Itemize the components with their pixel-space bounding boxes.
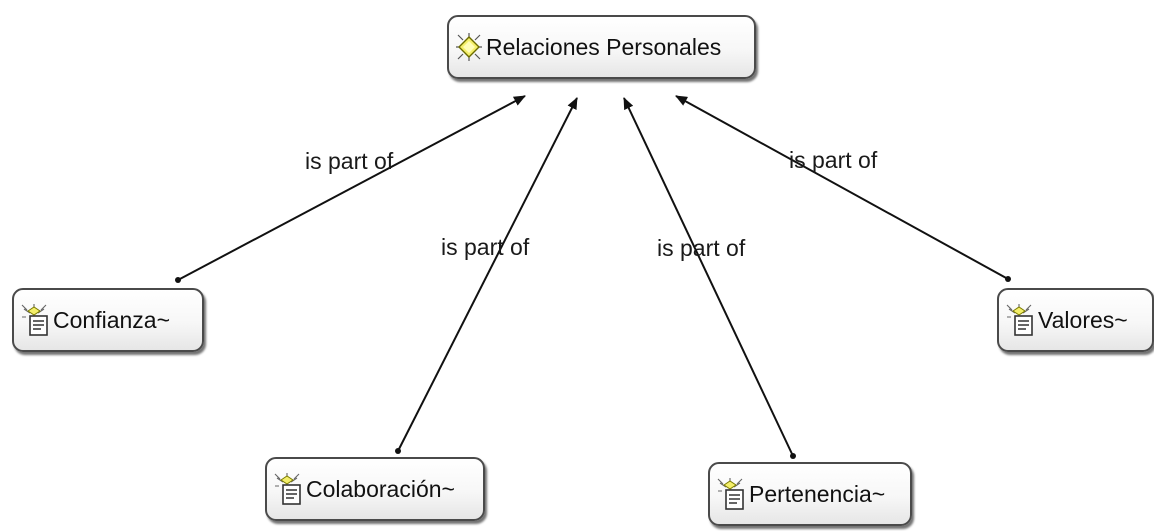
edge-label-pertenencia: is part of	[657, 235, 746, 261]
node-label: Valores~	[1038, 306, 1128, 333]
concept-icon	[456, 33, 482, 61]
node-valores[interactable]: Valores~	[997, 288, 1154, 352]
edge-endpoint-confianza	[175, 277, 181, 283]
code-document-icon	[274, 473, 301, 505]
node-confianza[interactable]: Confianza~	[12, 288, 204, 352]
edge-endpoint-pertenencia	[790, 453, 796, 459]
edge-valores	[675, 95, 1009, 280]
code-document-icon	[21, 304, 48, 336]
edge-colaboracion	[397, 97, 578, 452]
code-document-icon	[1006, 304, 1033, 336]
edge-label-valores: is part of	[789, 147, 878, 173]
edge-endpoint-valores	[1005, 276, 1011, 282]
code-document-icon	[717, 478, 744, 510]
node-label: Colaboración~	[306, 475, 455, 502]
edge-pertenencia	[623, 97, 794, 457]
node-colaboracion[interactable]: Colaboración~	[265, 457, 485, 521]
node-label: Relaciones Personales	[486, 33, 722, 60]
edge-endpoint-colaboracion	[395, 448, 401, 454]
edge-confianza	[177, 95, 526, 281]
node-label: Confianza~	[53, 306, 170, 333]
edge-label-colaboracion: is part of	[441, 234, 530, 260]
node-label: Pertenencia~	[749, 480, 886, 507]
edge-label-confianza: is part of	[305, 148, 394, 174]
node-pertenencia[interactable]: Pertenencia~	[708, 462, 912, 526]
node-relaciones-personales[interactable]: Relaciones Personales	[447, 15, 756, 79]
